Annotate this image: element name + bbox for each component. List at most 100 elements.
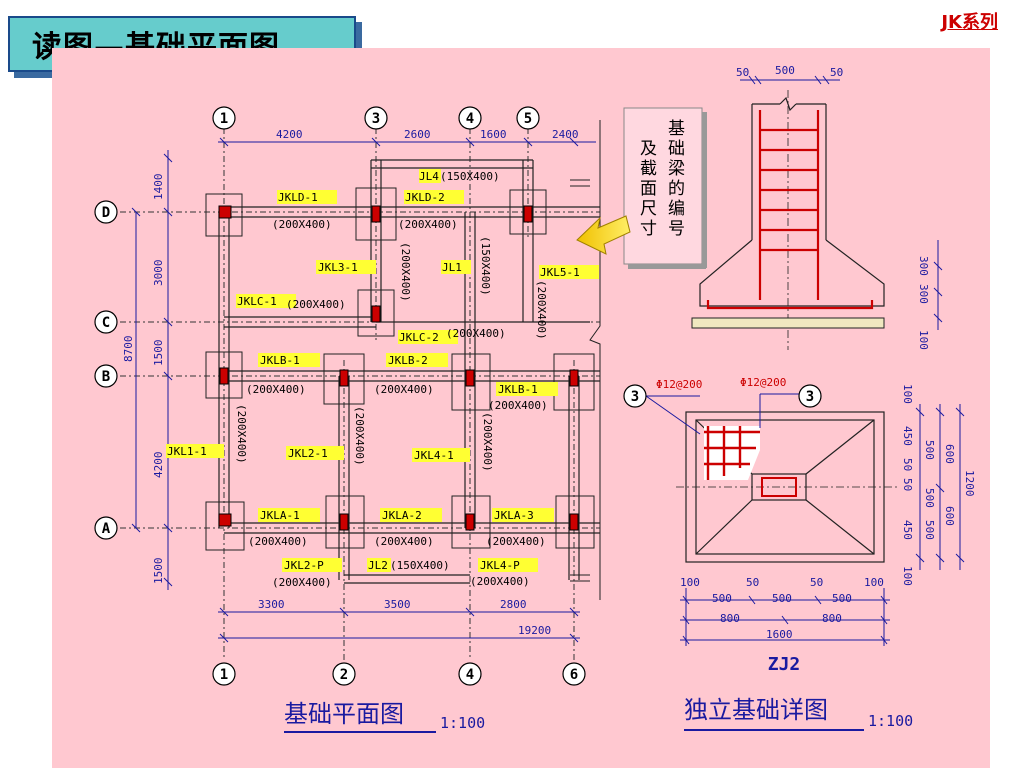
axis-top: 3	[372, 111, 380, 127]
dim-left: 1500	[152, 558, 165, 585]
dim-top: 4200	[276, 128, 303, 141]
dim: 500	[712, 592, 732, 605]
brand-label: JK系列	[941, 12, 998, 33]
dim-left: 4200	[152, 452, 165, 479]
beam-size: (200X400)	[353, 406, 366, 466]
axis-left: B	[102, 369, 110, 385]
section-mark-right: 3	[806, 389, 814, 405]
dim: 800	[720, 612, 740, 625]
detail-caption: 独立基础详图	[684, 696, 828, 724]
beam-size: (200X400)	[235, 404, 248, 464]
beam-size: (200X400)	[481, 412, 494, 472]
dim: 500	[923, 488, 936, 508]
axis-left: A	[102, 521, 111, 537]
section-dim-right: 100	[917, 330, 930, 350]
dim: 1600	[766, 628, 793, 641]
label-highlights	[166, 169, 599, 572]
dim: 50	[901, 478, 914, 491]
detail-scale: 1:100	[868, 712, 913, 730]
detail-right-dims: 100 450 50 50 450 100 500 500 500 600 60…	[901, 384, 976, 586]
beam-name: JKL2-P	[284, 559, 324, 572]
dim: 50	[746, 576, 759, 589]
section-dim-right: 300	[917, 256, 930, 276]
beam-name: JKL5-1	[540, 266, 580, 279]
beam-size: (150X400)	[479, 236, 492, 296]
beam-name: JKLA-2	[382, 509, 422, 522]
beam-labels: JL4 (150X400) JKLD-1 (200X400) JKLD-2 (2…	[167, 170, 580, 589]
dim: 450	[901, 426, 914, 446]
base-concrete	[691, 317, 885, 329]
section-dim-top: 50	[736, 66, 749, 79]
dim-bottom: 3300	[258, 598, 285, 611]
dim: 500	[923, 520, 936, 540]
beam-name: JKLD-1	[278, 191, 318, 204]
axis-labels: 1 3 4 5 1 2 4 6 D C B A	[102, 111, 578, 683]
beam-size: (200X400)	[374, 535, 434, 548]
beam-size: (200X400)	[446, 327, 506, 340]
axis-bottom: 1	[220, 667, 228, 683]
plan-caption: 基础平面图	[284, 700, 404, 728]
dim: 100	[864, 576, 884, 589]
dim-left: 1500	[152, 340, 165, 367]
section-dim-right: 300	[917, 284, 930, 304]
dim: 50	[810, 576, 823, 589]
rebar-spec: Φ12@200	[656, 378, 702, 391]
dim: 450	[901, 520, 914, 540]
beam-name: JKL4-1	[414, 449, 454, 462]
axis-bubbles	[94, 106, 586, 686]
dim: 100	[901, 384, 914, 404]
beam-name: JKLA-1	[260, 509, 300, 522]
callout-text: 基础梁的编号 及截面尺寸	[640, 119, 690, 239]
dim: 600	[943, 506, 956, 526]
axis-left: C	[102, 315, 110, 331]
axis-left: D	[102, 205, 110, 221]
columns	[218, 205, 579, 531]
plan-beams	[218, 159, 600, 584]
dim: 500	[923, 440, 936, 460]
beam-size: (200X400)	[470, 575, 530, 588]
beam-size: (200X400)	[488, 399, 548, 412]
dim-left: 3000	[152, 260, 165, 287]
beam-name: JKLA-3	[494, 509, 534, 522]
beam-name: JKLB-2	[388, 354, 428, 367]
dim-top: 2600	[404, 128, 431, 141]
dim-bottom: 3500	[384, 598, 411, 611]
dim: 500	[772, 592, 792, 605]
beam-size: (200X400)	[246, 383, 306, 396]
beam-size: (200X400)	[272, 218, 332, 231]
beam-name: JKL1-1	[167, 445, 207, 458]
dim-bottom: 2800	[500, 598, 527, 611]
beam-size: (200X400)	[286, 298, 346, 311]
section-outline	[699, 90, 885, 350]
beam-name: JL1	[442, 261, 462, 274]
dim: 1200	[963, 470, 976, 497]
axis-top: 5	[524, 111, 532, 127]
beam-name: JKL3-1	[318, 261, 358, 274]
beam-size: (200X400)	[248, 535, 308, 548]
section-dim-top: 50	[830, 66, 843, 79]
beam-name: JKLD-2	[405, 191, 445, 204]
axis-top: 1	[220, 111, 228, 127]
axis-top: 4	[466, 111, 474, 127]
dim: 500	[832, 592, 852, 605]
dim: 600	[943, 444, 956, 464]
section-dims: 50 500 50 300 300 100	[736, 64, 930, 350]
axis-bottom: 6	[570, 667, 578, 683]
beam-name: JKL2-1	[288, 447, 328, 460]
rebar-spec: Φ12@200	[740, 376, 786, 389]
callout-arrow	[576, 215, 631, 255]
beam-size: (200X400)	[486, 535, 546, 548]
dim: 100	[901, 566, 914, 586]
beam-name: JKLB-1	[260, 354, 300, 367]
beam-size: (150X400)	[390, 559, 450, 572]
detail-name: ZJ2	[768, 654, 801, 675]
dim-left: 1400	[152, 174, 165, 201]
beam-name: JKLB-1	[498, 383, 538, 396]
section-rebar	[706, 110, 874, 310]
callout-box	[623, 107, 703, 265]
dim-top: 1600	[480, 128, 507, 141]
dim: 50	[901, 458, 914, 471]
dim: 100	[680, 576, 700, 589]
dim-top: 2400	[552, 128, 579, 141]
